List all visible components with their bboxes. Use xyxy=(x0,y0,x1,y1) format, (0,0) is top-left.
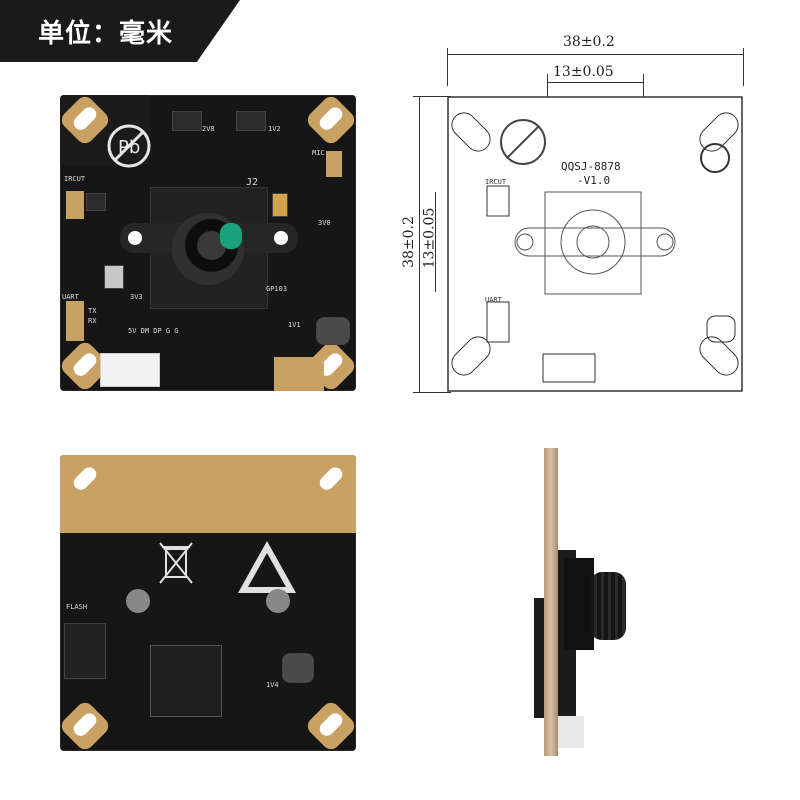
silk-3v3: 3V3 xyxy=(130,293,143,301)
lens-green-tab xyxy=(220,223,242,249)
unit-label: 单位：毫米 xyxy=(38,19,174,49)
regulator-chip xyxy=(236,111,266,131)
side-view-photo xyxy=(520,448,630,758)
weee-bin-icon xyxy=(159,542,193,584)
board-outline-drawing xyxy=(447,96,743,392)
silk-3v0: 3V0 xyxy=(318,219,331,227)
silk-mic: MIC xyxy=(312,149,325,157)
front-board-photo: Pb 2V8 1V2 MIC IRCUT J2 3V3 UART TX RX 5… xyxy=(60,95,356,391)
inner-height-dimension: 13±0.05 xyxy=(421,207,438,269)
screw-icon xyxy=(126,589,150,613)
esd-warning-icon xyxy=(238,541,296,593)
main-processor-chip xyxy=(150,645,222,717)
silk-usb-pins: 5V DM DP G G xyxy=(128,327,179,335)
silk-1v4: 1V4 xyxy=(266,681,279,689)
silk-rx: RX xyxy=(88,317,97,325)
silk-1v2: 1V2 xyxy=(268,125,281,133)
mic-pads xyxy=(326,151,342,177)
mount-hole-bottom-right xyxy=(304,699,356,751)
connector-side xyxy=(558,716,584,748)
silk-tx: TX xyxy=(88,307,97,315)
ircut-pads xyxy=(66,191,84,219)
gold-ground-area xyxy=(60,455,356,533)
regulator-chip xyxy=(172,111,202,131)
components-back-side xyxy=(534,598,544,718)
dimension-drawing: 38±0.2 13±0.05 38±0.2 13±0.05 QQSJ-8878 … xyxy=(401,30,785,410)
svg-text:Pb: Pb xyxy=(118,137,140,158)
mount-hole-bottom-left xyxy=(60,699,112,751)
uart-pads xyxy=(66,301,84,341)
version-label: -V1.0 xyxy=(577,174,611,187)
silk-2v8: 2V8 xyxy=(202,125,215,133)
unit-banner xyxy=(0,0,240,62)
silk-gp103: GP103 xyxy=(266,285,288,293)
model-label: QQSJ-8878 xyxy=(561,160,621,173)
ircut-chip xyxy=(86,193,106,211)
screw-icon xyxy=(266,589,290,613)
inductor xyxy=(282,653,314,683)
back-board-photo: FLASH 1V4 xyxy=(60,455,356,751)
lens-side xyxy=(590,572,626,640)
silk-1v1: 1V1 xyxy=(288,321,301,329)
height-dimension: 38±0.2 xyxy=(400,216,417,268)
inductor xyxy=(316,317,350,345)
inner-width-dimension: 13±0.05 xyxy=(553,64,614,80)
silk-uart: UART xyxy=(62,293,79,301)
pb-free-icon: Pb xyxy=(107,124,151,168)
drawing-uart-label: UART xyxy=(485,296,502,304)
silk-ircut: IRCUT xyxy=(64,175,86,183)
mic-component xyxy=(272,193,288,217)
flash-chip xyxy=(64,623,106,679)
silk-j2: J2 xyxy=(246,177,259,188)
pcb-edge xyxy=(544,448,558,756)
led-component xyxy=(104,265,124,289)
drawing-ircut-label: IRCUT xyxy=(485,178,507,186)
mount-hole-top-right xyxy=(304,95,356,147)
silk-flash: FLASH xyxy=(66,603,88,611)
width-dimension: 38±0.2 xyxy=(563,34,615,50)
usb-connector xyxy=(100,353,160,387)
lens-holder-side xyxy=(564,558,594,650)
